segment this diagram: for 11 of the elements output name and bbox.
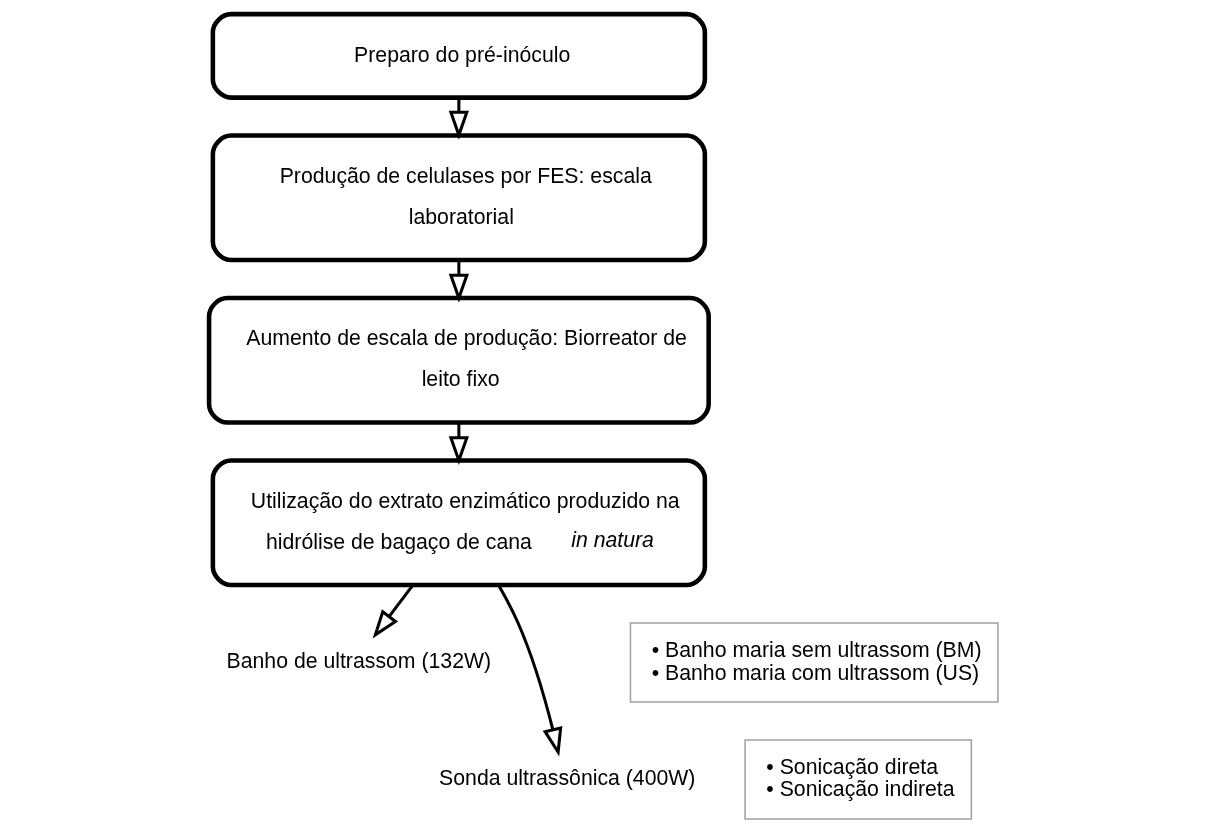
node-box: Preparo do pré-inóculo: [210, 11, 708, 100]
node-box: Aumento de escala de produção: Biorreator de leito fixo: [206, 295, 711, 425]
node-text: Banho de ultrassom (132W): [226, 649, 492, 674]
node-box: Utilização do extrato enzimático produzido na hidrólise de bagaço de cana in natura: [210, 458, 708, 588]
node-box: • Sonicação direta • Sonicação indireta: [744, 739, 973, 820]
node-box: Produção de celulases por FES: escala laboratorial: [210, 133, 708, 263]
arrow: [497, 584, 563, 757]
node-box: • Banho maria sem ultrassom (BM) • Banho maria com ultrassom (US): [629, 622, 999, 703]
node-text: Sonda ultrassônica (400W): [439, 766, 696, 791]
arrow: [372, 584, 414, 639]
arrow: [448, 98, 469, 140]
